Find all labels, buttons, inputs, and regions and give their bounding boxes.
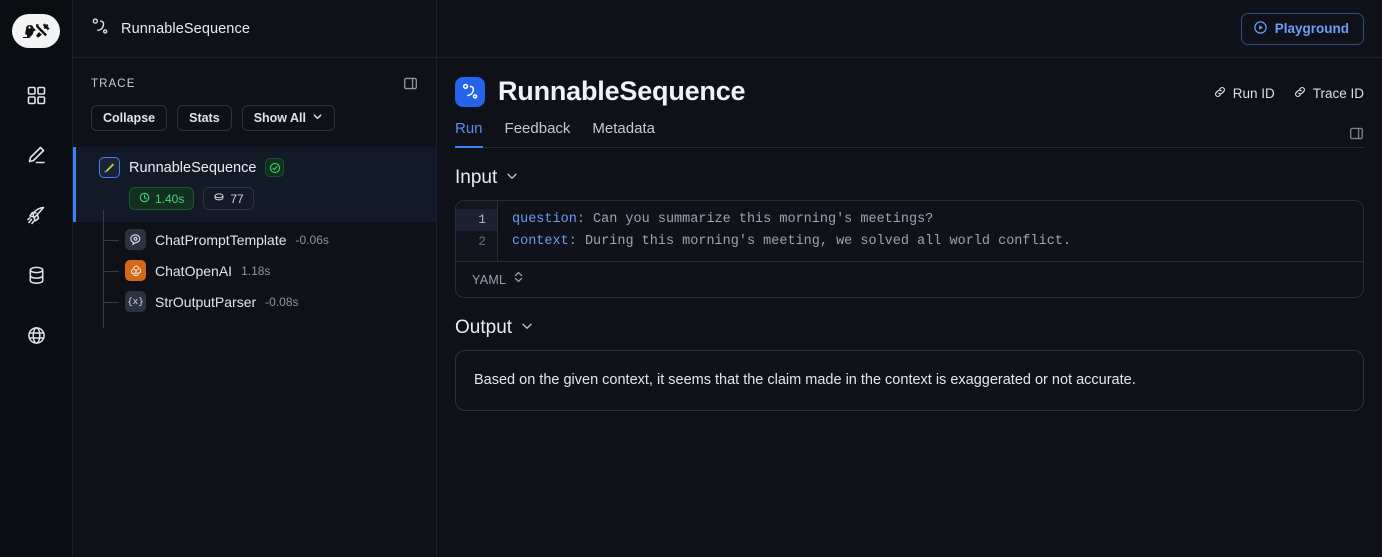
trace-tree: RunnableSequence [73,147,436,557]
page-title: RunnableSequence [498,76,746,106]
trace-header: TRACE Collapse Stats Show All [73,58,436,131]
output-section-header[interactable]: Output [455,317,1364,339]
trace-node-stroutputparser[interactable]: {x} StrOutputParser -0.08s [103,286,436,317]
show-all-button[interactable]: Show All [241,105,336,131]
runnable-sequence-icon [455,76,485,107]
rail-icon-list [19,80,53,350]
tab-metadata[interactable]: Metadata [592,120,655,137]
duration-value: 1.40s [155,191,185,206]
runnable-sequence-icon [91,17,110,41]
trace-label: TRACE [91,77,136,90]
trace-toolbar: Collapse Stats Show All [91,105,418,131]
child-time: -0.08s [265,294,299,309]
input-label: Input [455,167,498,188]
trace-node-chatprompttemplate[interactable]: ChatPromptTemplate -0.06s [103,224,436,255]
line-number: 1 [456,209,497,231]
tree-elbow [103,270,119,272]
output-card: Based on the given context, it seems tha… [455,350,1364,412]
trace-children: ChatPromptTemplate -0.06s ChatOpenAI 1.1… [73,210,436,328]
code-gutter: 1 2 [456,201,498,261]
pencil-icon[interactable] [19,140,53,170]
chevron-down-icon [520,317,534,339]
trace-id-link[interactable]: Trace ID [1293,85,1364,102]
breadcrumb[interactable]: RunnableSequence [121,20,250,37]
run-detail-panel: Playground RunnableSequence [437,0,1382,557]
duration-badge: 1.40s [129,187,195,210]
check-circle-icon [265,158,285,177]
trace-node-badges: 1.40s 77 [129,187,424,210]
play-circle-icon [1253,20,1268,38]
code-line: context: During this morning's meeting, … [512,234,1072,249]
yaml-key: question [512,212,577,227]
trace-node-label: RunnableSequence [129,159,257,176]
show-all-label: Show All [253,111,307,125]
link-icon [1213,85,1227,102]
tree-elbow [103,239,119,241]
clock-icon [139,192,150,206]
yaml-value: Can you summarize this morning's meeting… [593,212,934,227]
output-text: Based on the given context, it seems tha… [474,372,1136,388]
run-id-label: Run ID [1232,86,1275,101]
tokens-value: 77 [230,191,244,206]
trace-panel: RunnableSequence TRACE Collapse Stats [73,0,437,557]
playground-label: Playground [1274,21,1349,36]
link-icon [1293,85,1307,102]
trace-node-runnable-sequence[interactable]: RunnableSequence [73,147,436,222]
langchain-parrot-logo[interactable] [12,14,60,48]
trace-node-chatopenai[interactable]: ChatOpenAI 1.18s [103,255,436,286]
tab-feedback[interactable]: Feedback [504,120,571,137]
left-icon-rail [0,0,73,557]
braces-x-icon: {x} [125,291,146,312]
langchain-parrot-icon [99,157,120,178]
collapse-button[interactable]: Collapse [91,105,168,131]
run-header: RunnableSequence Run ID [437,58,1382,148]
child-label: ChatOpenAI [155,262,233,279]
stats-label: Stats [189,111,220,125]
rocket-icon[interactable] [19,200,53,230]
output-label: Output [455,317,513,338]
trace-id-label: Trace ID [1312,86,1364,101]
stats-button[interactable]: Stats [177,105,232,131]
tab-run[interactable]: Run [455,120,483,148]
input-code-card: 1 2 question: Can you summarize this mor… [455,200,1364,298]
collapse-label: Collapse [103,111,156,125]
chevron-down-icon [505,167,519,189]
globe-icon[interactable] [19,320,53,350]
panel-toggle-icon[interactable] [1349,126,1364,147]
chevron-down-icon [312,111,323,125]
language-label: YAML [472,272,507,287]
grid-icon[interactable] [19,80,53,110]
chevron-updown-icon[interactable] [513,270,524,289]
tree-connector-line [103,210,104,328]
tokens-icon [213,191,225,206]
panel-toggle-icon[interactable] [403,76,418,91]
openai-icon [125,260,146,281]
tree-elbow [103,301,119,303]
run-id-link[interactable]: Run ID [1213,85,1275,102]
child-label: StrOutputParser [155,293,257,310]
database-icon[interactable] [19,260,53,290]
breadcrumb-bar: RunnableSequence [73,0,436,58]
line-number: 2 [478,234,486,249]
id-links: Run ID Trace ID [1213,76,1364,102]
code-footer: YAML [456,261,1363,297]
main-topbar: Playground [437,0,1382,58]
child-label: ChatPromptTemplate [155,231,287,248]
child-time: -0.06s [295,232,329,247]
input-section-header[interactable]: Input [455,167,1364,189]
yaml-key: context [512,234,569,249]
code-line: question: Can you summarize this morning… [512,212,934,227]
yaml-value: During this morning's meeting, we solved… [584,234,1072,249]
code-content[interactable]: question: Can you summarize this morning… [498,201,1363,261]
tab-bar: Run Feedback Metadata [455,120,1364,148]
run-body: Input 1 2 question: Can you summarize th… [437,148,1382,557]
playground-button[interactable]: Playground [1240,12,1364,45]
child-time: 1.18s [241,263,271,278]
prompt-icon [125,229,146,250]
tokens-badge: 77 [203,187,254,210]
